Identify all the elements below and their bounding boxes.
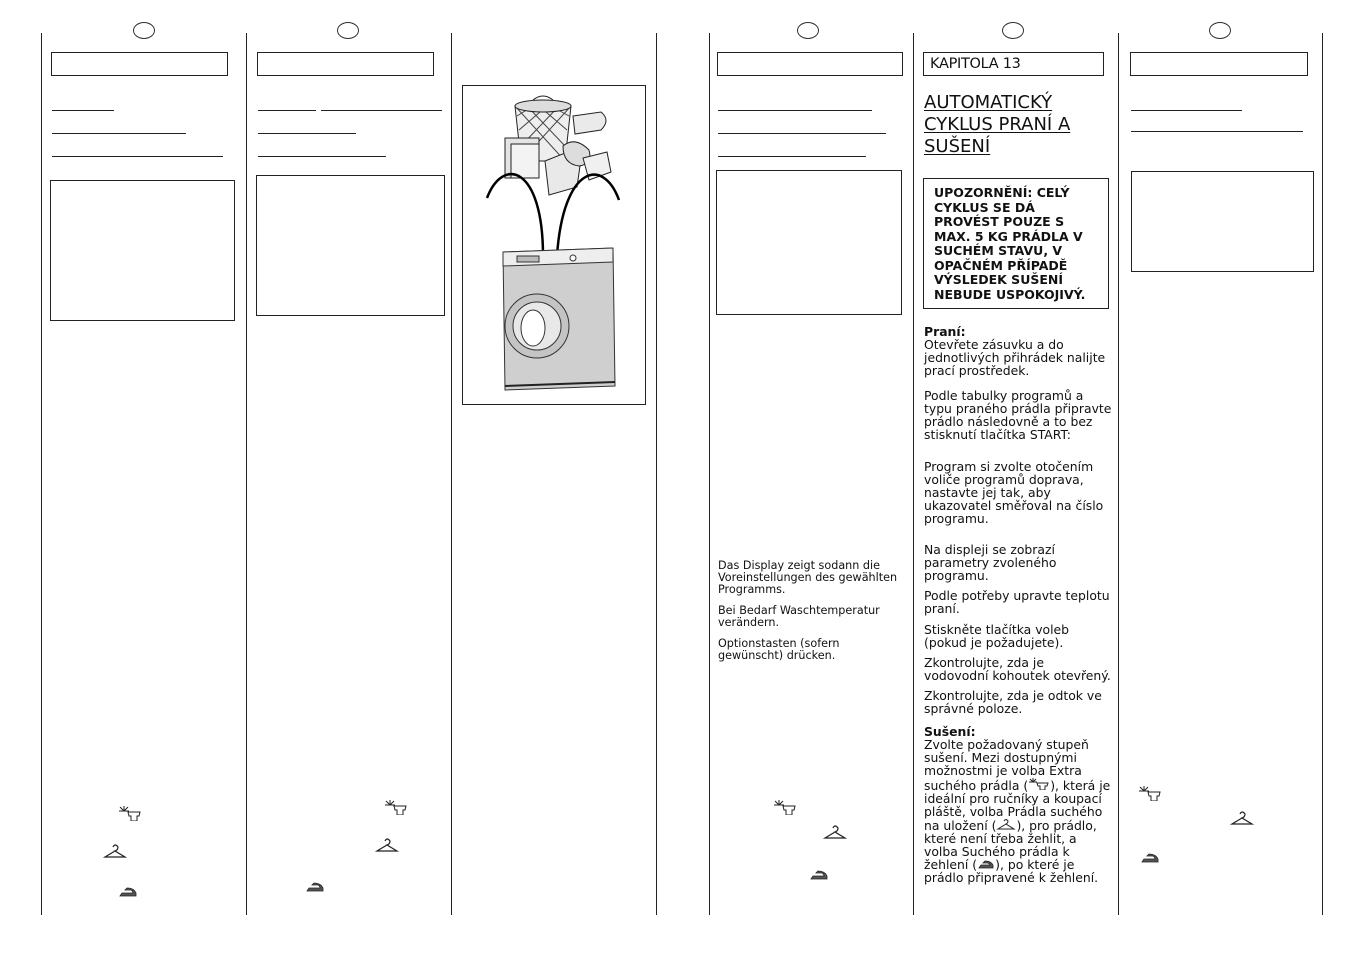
title-underline bbox=[718, 156, 866, 157]
czech-paragraph: Na displeji se zobrazí parametry zvolené… bbox=[924, 542, 1057, 583]
czech-paragraph: Otevřete zásuvku a do jednotlivých přihr… bbox=[924, 337, 1106, 378]
title-underline bbox=[258, 156, 386, 157]
extra-dry-icon bbox=[119, 806, 141, 821]
warning-frame: UPOZORNĚNÍ: CELÝ CYKLUS SE DÁ PROVÉST PO… bbox=[923, 178, 1109, 309]
czech-paragraph: Zkontrolujte, zda je odtok ve správné po… bbox=[924, 688, 1102, 716]
warning-frame bbox=[1131, 171, 1314, 272]
czech-paragraph: Podle tabulky programů a typu praného pr… bbox=[924, 388, 1112, 442]
wash-heading: Praní: bbox=[924, 324, 966, 339]
title-underline bbox=[52, 133, 186, 134]
czech-paragraph: Program si zvolte otočením voliče progra… bbox=[924, 459, 1104, 526]
dry-text: ), která je ideální pro ručníky a koupac… bbox=[924, 778, 1111, 833]
iron-icon bbox=[119, 887, 137, 897]
extra-dry-icon bbox=[774, 800, 796, 815]
dry-section: Sušení: Zvolte požadovaný stupeň sušení.… bbox=[924, 725, 1112, 884]
column-divider bbox=[451, 33, 452, 915]
language-marker-icon bbox=[1002, 22, 1024, 39]
iron-icon bbox=[1141, 853, 1159, 863]
hanger-icon bbox=[823, 825, 847, 839]
title-underline bbox=[52, 156, 223, 157]
warning-frame bbox=[716, 170, 902, 315]
german-paragraph: Das Display zeigt sodann die Voreinstell… bbox=[718, 559, 898, 596]
iron-icon bbox=[306, 882, 324, 892]
chapter-label: KAPITOLA 13 bbox=[930, 56, 1021, 72]
laundry-basket-icon bbox=[504, 95, 612, 196]
language-marker-icon bbox=[1209, 22, 1231, 39]
wash-section: Praní: Otevřete zásuvku a do jednotlivýc… bbox=[924, 325, 1112, 715]
dry-text: ), pro prádlo, které není třeba žehlit, … bbox=[924, 818, 1097, 872]
column-divider bbox=[913, 33, 914, 915]
title-underline bbox=[718, 133, 886, 134]
hanger-icon bbox=[375, 838, 399, 852]
chapter-header-box bbox=[257, 52, 434, 76]
dry-heading: Sušení: bbox=[924, 724, 976, 739]
german-instructions: Das Display zeigt sodann die Voreinstell… bbox=[718, 560, 908, 671]
extra-dry-icon bbox=[385, 800, 407, 815]
chapter-header-box bbox=[1130, 52, 1308, 76]
chapter-header-box bbox=[717, 52, 903, 76]
title-underline bbox=[718, 110, 872, 111]
title-underline bbox=[1131, 110, 1242, 111]
title-underline bbox=[258, 110, 316, 111]
chapter-header-box bbox=[51, 52, 228, 76]
title-underline bbox=[258, 133, 356, 134]
czech-paragraph: Zkontrolujte, zda je vodovodní kohoutek … bbox=[924, 655, 1111, 683]
column-divider bbox=[41, 33, 42, 915]
extra-dry-icon bbox=[1029, 778, 1049, 791]
warning-frame bbox=[50, 180, 235, 321]
german-paragraph: Bei Bedarf Waschtemperatur verändern. bbox=[718, 604, 880, 629]
warning-text: UPOZORNĚNÍ: CELÝ CYKLUS SE DÁ PROVÉST PO… bbox=[934, 185, 1086, 302]
iron-icon bbox=[978, 860, 994, 869]
column-divider bbox=[246, 33, 247, 915]
title-underline bbox=[1131, 131, 1303, 132]
language-marker-icon bbox=[797, 22, 819, 39]
dry-paragraph: Zvolte požadovaný stupeň sušení. Mezi do… bbox=[924, 738, 1112, 884]
czech-instructions: Praní: Otevřete zásuvku a do jednotlivýc… bbox=[924, 325, 1112, 884]
hanger-icon bbox=[1230, 811, 1254, 825]
language-marker-icon bbox=[133, 22, 155, 39]
column-divider bbox=[1118, 33, 1119, 915]
dry-text: Zvolte požadovaný stupeň sušení. Mezi do… bbox=[924, 737, 1089, 793]
column-divider bbox=[656, 33, 657, 915]
extra-dry-icon bbox=[1139, 786, 1161, 801]
language-marker-icon bbox=[337, 22, 359, 39]
chapter-title: AUTOMATICKÝ CYKLUS PRANÍ A SUŠENÍ bbox=[924, 92, 1071, 157]
iron-icon bbox=[810, 870, 828, 880]
czech-paragraph: Stiskněte tlačítka voleb (pokud je požad… bbox=[924, 622, 1070, 650]
czech-paragraph: Podle potřeby upravte teplotu praní. bbox=[924, 588, 1110, 616]
column-divider bbox=[709, 33, 710, 915]
laundry-illustration-frame bbox=[462, 85, 646, 405]
warning-frame bbox=[256, 175, 445, 316]
german-paragraph: Optionstasten (sofern gewünscht) drücken… bbox=[718, 637, 840, 662]
hanger-icon bbox=[996, 819, 1017, 830]
chapter-header-box: KAPITOLA 13 bbox=[923, 52, 1104, 76]
column-divider bbox=[1322, 33, 1323, 915]
washing-machine-icon bbox=[502, 247, 616, 391]
dry-text: ), po které je prádlo připravené k žehle… bbox=[924, 857, 1099, 885]
laundry-illustration bbox=[485, 95, 621, 391]
title-underline bbox=[321, 110, 442, 111]
hanger-icon bbox=[103, 844, 127, 858]
title-underline bbox=[52, 110, 114, 111]
